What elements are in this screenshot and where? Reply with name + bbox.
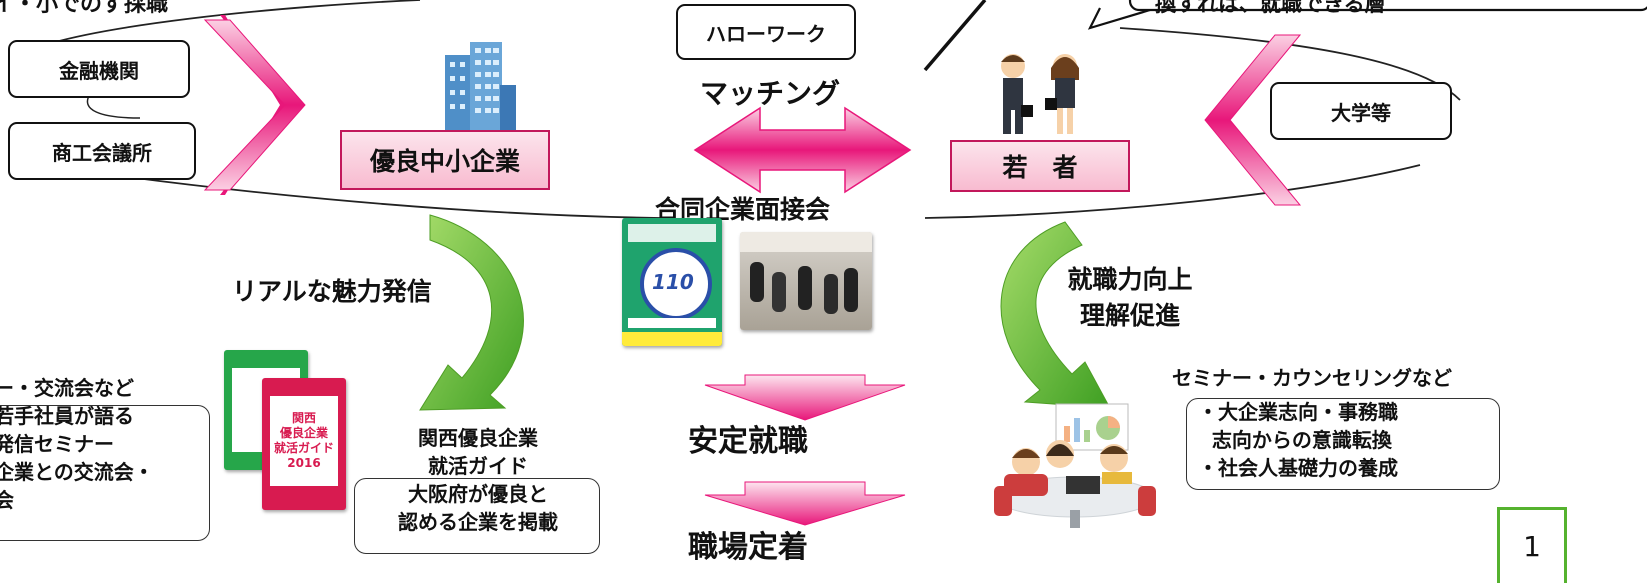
page-number: 1	[1523, 530, 1541, 563]
right-seminar-line: ・社会人基礎力の養成	[1198, 456, 1398, 480]
left-seminar-line: 会	[0, 488, 14, 512]
right-seminar-bracket	[1186, 398, 1500, 490]
company-label: 優良中小企業	[369, 147, 520, 176]
right-seminar-line: 志向からの意識転換	[1198, 428, 1392, 452]
right-pink-chevron	[1204, 34, 1302, 206]
youth-label: 若 者	[1002, 153, 1078, 182]
stable-employment-label: 安定就職	[688, 424, 808, 459]
speech-bubble	[1087, 7, 1151, 30]
right-seminar-title: セミナー・カウンセリングなど	[1172, 366, 1452, 390]
fair-photo-image	[740, 232, 872, 330]
building-icon	[440, 42, 520, 138]
guide-line: 関西優良企業	[418, 426, 538, 450]
matching-arrow	[693, 106, 912, 194]
right-arrow-label-line: 理解促進	[1079, 301, 1180, 330]
left-green-arrow	[419, 214, 524, 411]
youth-box: 若 者	[950, 140, 1130, 192]
center-line	[924, 164, 1421, 219]
financial-institution-label: 金融機関	[59, 58, 139, 83]
guide-line: 認める企業を掲載	[398, 510, 558, 534]
guide-text: 関西優良企業 就活ガイド 大阪府が優良と 認める企業を掲載	[360, 424, 596, 536]
retention-arrow	[704, 481, 906, 526]
counseling-meeting-icon	[994, 403, 1156, 528]
right-seminar-list: ・大企業志向・事務職 志向からの意識転換 ・社会人基礎力の養成	[1198, 398, 1398, 482]
youth-figures-icon	[1001, 54, 1079, 134]
chamber-of-commerce-label: 商工会議所	[52, 140, 152, 165]
hello-work-label: ハローワーク	[706, 21, 826, 46]
university-label: 大学等	[1331, 100, 1391, 125]
company-box: 優良中小企業	[340, 130, 550, 190]
guide-bracket	[354, 478, 600, 554]
right-arrow-label-line: 就職力向上	[1067, 265, 1193, 294]
left-seminar-line: ー・交流会など	[0, 376, 134, 400]
left-banner-text: イ・小でのず採職	[0, 0, 169, 17]
left-seminar-line: 若手社員が語る	[0, 404, 134, 428]
hello-work-box: ハローワーク	[676, 4, 856, 60]
financial-institution-box: 金融機関	[8, 40, 190, 98]
left-seminar-line: 企業との交流会・	[0, 460, 154, 484]
left-seminar-bracket	[0, 405, 210, 541]
right-arrow-label: 就職力向上 理解促進	[1055, 262, 1205, 334]
page-number-box: 1	[1497, 507, 1567, 583]
right-bubble-text: 換すれは、就職できる層	[1155, 0, 1386, 16]
real-appeal-label: リアルな魅力発信	[232, 277, 432, 306]
chamber-of-commerce-box: 商工会議所	[8, 122, 196, 180]
guide-line: 就活ガイド	[428, 454, 528, 478]
workplace-retention-label: 職場定着	[688, 530, 808, 565]
guide-line: 大阪府が優良と	[408, 482, 548, 506]
university-box: 大学等	[1270, 82, 1452, 140]
left-seminar-list: ー・交流会など 若手社員が語る 発信セミナー 企業との交流会・ 会	[0, 374, 154, 514]
stable-arrow	[704, 374, 906, 421]
matching-label: マッチング	[700, 77, 841, 110]
right-seminar-line: ・大企業志向・事務職	[1198, 400, 1398, 424]
left-seminar-line: 発信セミナー	[0, 432, 114, 456]
fair-poster-image: 110	[622, 218, 722, 346]
